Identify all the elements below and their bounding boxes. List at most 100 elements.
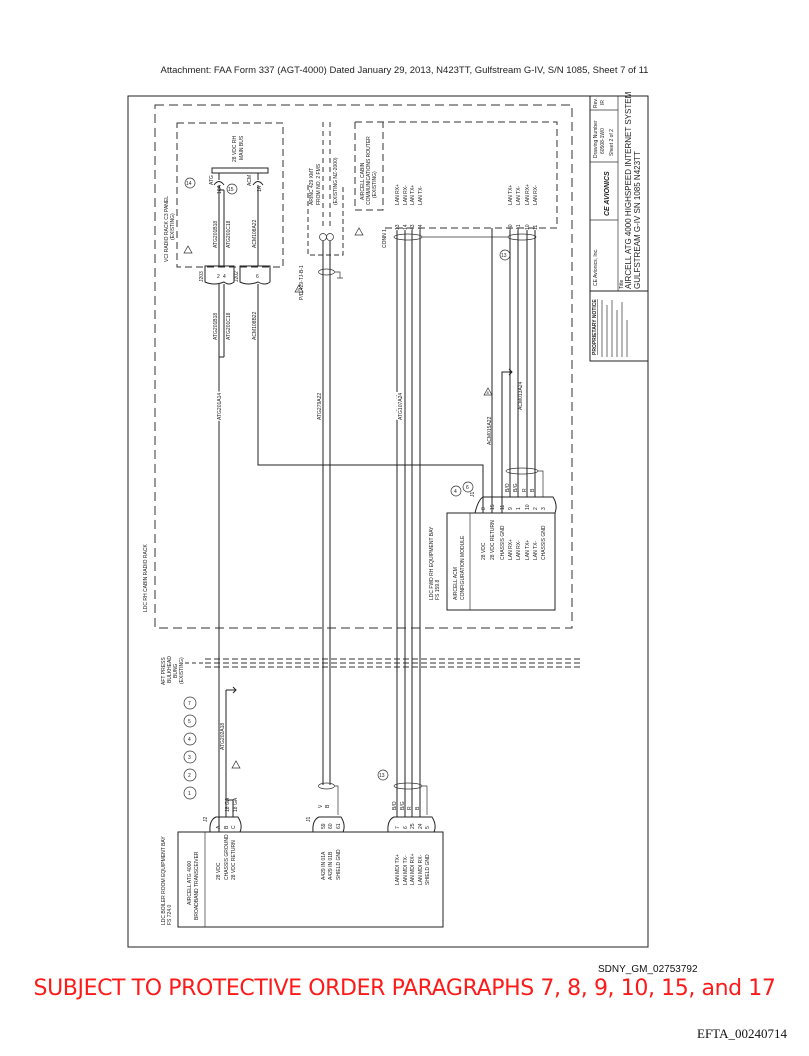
shield-icon [393, 233, 423, 241]
item-balloon [183, 714, 197, 728]
item-balloon [183, 768, 197, 782]
item-balloon [183, 750, 197, 764]
wire-gauge-label: 18 GA [225, 797, 231, 812]
item-balloon-number: 6 [466, 485, 469, 491]
acm-name: AIRCELL ACM [453, 567, 459, 600]
acm-location: LDC FWD RH EQUIPMENT BAY [429, 526, 435, 600]
proprietary-notice-fineprint [601, 300, 628, 357]
atg-pin-signal: A429 IN 01A [321, 851, 327, 880]
router-label: COMMUNICATIONS ROUTER [366, 136, 372, 205]
sheet-number: Sheet 2 of 2 [609, 129, 615, 156]
acm-pin-number: 2 [533, 507, 539, 510]
wire-label: ATG201A14 [217, 393, 223, 420]
atg-pin-number: 7 [395, 826, 401, 829]
cabin-radio-rack-zone [154, 104, 573, 629]
bates-number: SDNY_GM_02753792 [598, 964, 698, 975]
acm-pin-signal: LAN TX- [533, 541, 539, 560]
pd-label: P/D 429-TJ-B-1 [299, 265, 305, 300]
wire-color-code: B/G [400, 801, 406, 810]
atg-pin-signal: LAN MDI TX- [403, 855, 409, 885]
bulkhead-label: BUNG [173, 663, 179, 678]
wire-color-code: B/O [392, 801, 398, 810]
atg-location: LDC BOILER ROOM EQUIPMENT BAY [161, 836, 167, 925]
atg-pin-signal: A429 IN 01B [328, 851, 334, 880]
pin-number: 6 [256, 274, 259, 280]
acm-pin-signal: 28 VDC [481, 542, 487, 560]
item-balloon [183, 732, 197, 746]
wire-label: ATG201B18 [213, 313, 219, 340]
router-pin-number: 43 [410, 224, 416, 230]
wire-label: ACM108A22 [252, 219, 258, 248]
main-bus-label: 28 VDC RH [232, 135, 238, 162]
note-triangle-icon [294, 284, 304, 293]
drawing-number: 60508-1W0 [600, 128, 606, 154]
acm-pin-number: 3 [541, 507, 547, 510]
router-pin-number: 41 [516, 224, 522, 230]
ground-arrow-icon [226, 686, 237, 694]
drawing-frame [127, 95, 649, 948]
acm-pin-signal: LAN TX+ [525, 540, 531, 560]
acm-pin-number: 15 [490, 504, 496, 510]
wire-color-code: B/G [513, 483, 519, 492]
breaker-atg-rating: 10A [217, 184, 223, 194]
main-bus-label: MAIN BUS [239, 135, 245, 160]
router-pin-signal: LAN TX- [516, 186, 522, 205]
item-balloon-number: 4 [454, 489, 457, 495]
item-balloon-number: 15 [228, 187, 234, 193]
note-number: 8 [487, 390, 490, 395]
router-pin-signal: LAN TX+ [508, 185, 514, 205]
acm-pin-number: 11 [500, 505, 506, 510]
acm-pin-number: 1 [516, 507, 522, 510]
shield-icon [318, 782, 335, 790]
wire-label: ATG201C18 [226, 220, 232, 248]
pin-number: 4 [223, 274, 226, 280]
title-line-1: AIRCELL ATG 4000 HIGHSPEED INTERNET SYST… [624, 91, 633, 289]
shield-icon [505, 467, 539, 475]
atg-pin-signal: CHASSIS GROUND [224, 834, 230, 880]
bulkhead-label: BULKHEAD [167, 656, 173, 683]
pin-number: 2 [217, 274, 220, 280]
wire-color-code: B/O [505, 483, 511, 492]
item-balloon-number: 13 [379, 773, 385, 779]
wire-color-code: B [325, 804, 331, 808]
item-balloon [377, 769, 389, 781]
rev-label: Rev. [593, 98, 599, 108]
shield-icon [318, 268, 335, 276]
atg-pin-signal: SHIELD GND [336, 849, 342, 880]
atg-pin-number: C [231, 825, 237, 829]
note-triangle-icon [483, 387, 493, 396]
wire-color-code: V [318, 804, 324, 808]
wire-color-code: R [407, 806, 413, 810]
item-balloon-number: 2 [188, 773, 191, 779]
acm-name: CONFIGURATION MODULE [460, 535, 466, 600]
router-pin-number: 10 [525, 224, 531, 230]
atg-pin-signal: 28 VDC RETURN [231, 840, 237, 880]
breaker-acm-rating: 1A [257, 185, 263, 192]
router-label: AIRCELL CABIN [360, 162, 366, 200]
shield-drain [538, 470, 544, 497]
item-balloon-number: 4 [188, 737, 191, 743]
ce-avionics-logo: CE AVIONICS [604, 171, 611, 216]
atg-pin-number: 5 [425, 826, 431, 829]
acm-connector-label: J1 [470, 492, 476, 498]
item-balloon [184, 177, 196, 189]
atg-j1-label: J1 [306, 817, 312, 823]
item-balloon [226, 183, 238, 195]
atg-pin-signal: LAN MDI RX+ [410, 853, 416, 885]
router-pin-signal: LAN RX+ [395, 184, 401, 205]
router-pin-signal: LAN RX- [533, 185, 539, 205]
title-block: Rev. IR Drawing Number 60508-1W0 Sheet 2… [589, 91, 649, 362]
item-balloon-number: 3 [188, 755, 191, 761]
wire-label: ATG201C18 [226, 312, 232, 340]
note-triangle-icon [231, 760, 241, 769]
note-number: 6 [298, 287, 301, 292]
acm-location: FS 159.8 [435, 579, 441, 600]
breaker-atg-label: ATG [209, 175, 215, 185]
atg-j2-label: J2 [203, 817, 209, 823]
company-name: CE Avionics, Inc. [593, 249, 599, 286]
item-balloon-number: 1 [188, 791, 191, 797]
router-pin-number: 14 [403, 224, 409, 230]
proprietary-notice: PROPRIETARY NOTICE [592, 299, 598, 355]
atg-pin-number: 25 [410, 823, 416, 829]
atg-pin-signal: SHIELD GND [425, 854, 431, 885]
